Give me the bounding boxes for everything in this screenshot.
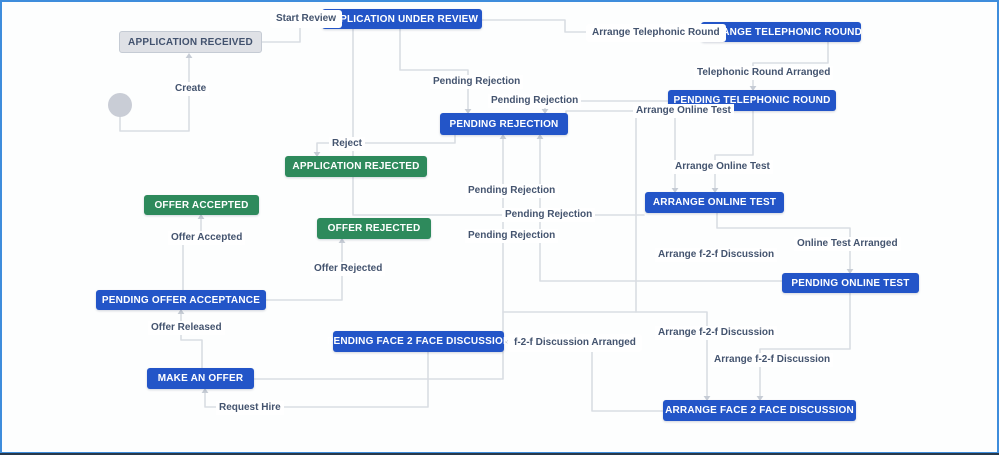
transition-label-reject[interactable]: Reject — [329, 137, 366, 151]
transition-line-reject — [316, 134, 456, 153]
transition-label-f2f-discussion-arranged[interactable]: f-2-f Discussion Arranged — [508, 334, 642, 352]
transition-label-pending-rejection-4[interactable]: Pending Rejection — [502, 208, 596, 222]
transition-label-arrange-online-test-2[interactable]: Arrange Online Test — [672, 160, 773, 174]
transition-label-online-test-arranged[interactable]: Online Test Arranged — [794, 237, 901, 251]
status-node-pending-offer-acceptance[interactable]: PENDING OFFER ACCEPTANCE — [96, 290, 266, 310]
status-node-application-rejected[interactable]: APPLICATION REJECTED — [285, 156, 427, 177]
transition-label-arrange-f2f-3[interactable]: Arrange f-2-f Discussion — [711, 353, 834, 367]
status-node-pending-face-2-face-discussion[interactable]: PENDING FACE 2 FACE DISCUSSION — [327, 331, 510, 352]
transition-line-arrange-online-test-b — [714, 110, 754, 189]
arrowhead-icon — [464, 109, 472, 114]
arrowhead-icon — [846, 269, 854, 274]
arrowhead-icon — [756, 396, 764, 401]
transition-label-pending-rejection-5[interactable]: Pending Rejection — [465, 229, 559, 243]
status-node-make-an-offer[interactable]: MAKE AN OFFER — [147, 368, 254, 389]
status-node-arrange-face-2-face-discussion[interactable]: ARRANGE FACE 2 FACE DISCUSSION — [663, 400, 856, 421]
transition-label-arrange-f2f-2[interactable]: Arrange f-2-f Discussion — [655, 326, 778, 340]
transition-label-pending-rejection-2[interactable]: Pending Rejection — [488, 94, 582, 108]
transition-line-arrange-online-test-a — [565, 110, 676, 189]
status-node-offer-rejected[interactable]: OFFER REJECTED — [317, 218, 431, 239]
arrowhead-icon — [197, 214, 205, 219]
arrowhead-icon — [499, 134, 507, 139]
transition-label-arrange-f2f-1[interactable]: Arrange f-2-f Discussion — [655, 248, 778, 262]
arrowhead-icon — [711, 188, 719, 193]
transition-line-arrange-f2f-mid — [502, 311, 708, 397]
arrowhead-icon — [749, 86, 757, 91]
transition-label-start-review[interactable]: Start Review — [270, 10, 343, 28]
arrowhead-icon — [703, 396, 711, 401]
start-node-circle[interactable] — [108, 93, 132, 117]
status-node-application-received[interactable]: APPLICATION RECEIVED — [119, 31, 262, 53]
arrowhead-icon — [541, 109, 549, 114]
status-node-arrange-telephonic-round[interactable]: ARRANGE TELEPHONIC ROUND — [700, 22, 862, 42]
status-node-arrange-online-test[interactable]: ARRANGE ONLINE TEST — [645, 192, 784, 213]
transition-line-pending-rejection-from-review — [399, 28, 469, 110]
status-node-pending-rejection[interactable]: PENDING REJECTION — [440, 113, 568, 135]
status-node-pending-online-test[interactable]: PENDING ONLINE TEST — [782, 273, 919, 293]
transition-label-offer-released[interactable]: Offer Released — [148, 321, 225, 335]
arrowhead-icon — [313, 152, 321, 157]
transition-label-telephonic-round-arranged[interactable]: Telephonic Round Arranged — [694, 66, 834, 80]
transition-line-arrange-f2f-from-online-test — [759, 292, 851, 397]
transition-label-pending-rejection-3[interactable]: Pending Rejection — [465, 184, 559, 198]
arrowhead-icon — [671, 188, 679, 193]
arrowhead-icon — [338, 238, 346, 243]
transition-label-request-hire[interactable]: Request Hire — [216, 401, 284, 415]
arrowhead-icon — [177, 309, 185, 314]
transition-label-pending-rejection-1[interactable]: Pending Rejection — [430, 75, 524, 89]
transition-line-request-hire — [204, 351, 429, 408]
arrowhead-icon — [201, 388, 209, 393]
transition-label-arrange-online-test-1[interactable]: Arrange Online Test — [633, 104, 734, 118]
transition-label-arrange-telephonic-round[interactable]: Arrange Telephonic Round — [586, 24, 726, 42]
status-node-application-under-review[interactable]: APPLICATION UNDER REVIEW — [322, 9, 482, 29]
transition-label-offer-accepted[interactable]: Offer Accepted — [168, 231, 246, 245]
transition-line-offer-accepted — [182, 218, 202, 291]
arrowhead-icon — [536, 134, 544, 139]
transition-label-create[interactable]: Create — [172, 82, 210, 96]
transition-label-offer-rejected[interactable]: Offer Rejected — [311, 262, 386, 276]
arrowhead-icon — [185, 53, 193, 58]
status-node-offer-accepted[interactable]: OFFER ACCEPTED — [144, 195, 259, 215]
transition-line-f2f-discussion-arranged — [509, 341, 664, 412]
